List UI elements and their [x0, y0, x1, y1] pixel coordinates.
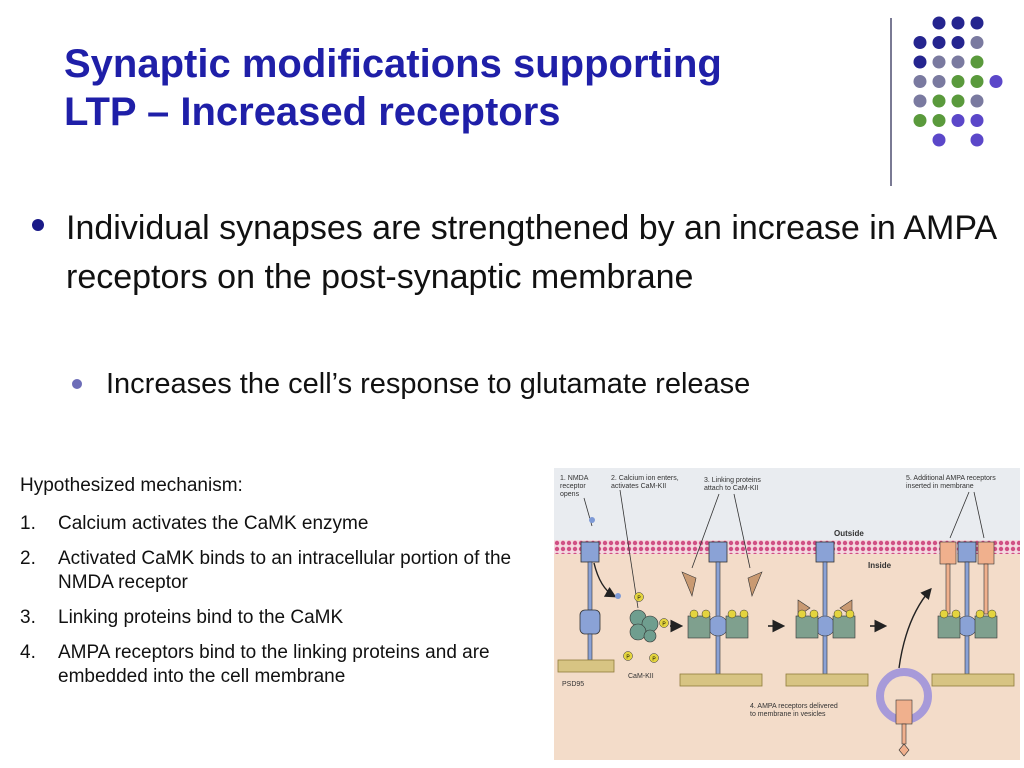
vesicle-delivery-arrow: [898, 587, 932, 669]
label-calcium-enters: 2. Calcium ion enters, activates CaM-KII: [611, 475, 681, 490]
decorative-dot: [932, 94, 946, 108]
phosphate-markers-row: [689, 609, 997, 619]
decorative-dot: [970, 133, 984, 147]
psd95-scaffold: [557, 659, 615, 673]
decorative-dot: [951, 55, 965, 69]
step-text: Activated CaMK binds to an intracellular…: [58, 548, 512, 593]
label-linking-proteins: 3. Linking proteins attach to CaM-KII: [704, 477, 763, 492]
camkii-bound: [832, 615, 856, 639]
slide-title: Synaptic modifications supporting LTP – …: [64, 40, 884, 136]
camkii-bound: [974, 615, 998, 639]
linking-protein: [681, 571, 697, 597]
decorative-dot-grid: [913, 16, 1003, 147]
step-number: 2.: [20, 548, 36, 569]
label-ampa-delivered: 4. AMPA receptors delivered to membrane …: [750, 703, 840, 718]
decorative-dot: [932, 36, 946, 49]
sub-bullet-marker: [72, 379, 82, 389]
leader-line: [973, 491, 985, 539]
psd95-scaffold: [679, 673, 763, 687]
decorative-dot: [913, 75, 927, 88]
camkii-bound: [937, 615, 961, 639]
camkii-complex: [629, 609, 659, 643]
sub-bullet-text: Increases the cell’s response to glutama…: [106, 368, 751, 400]
decorative-dot: [913, 94, 927, 108]
decorative-dot: [970, 94, 984, 108]
mechanism-step: 1. Calcium activates the CaMK enzyme: [20, 512, 560, 536]
decorative-dot: [951, 75, 965, 88]
step-number: 1.: [20, 513, 36, 534]
step-text: Calcium activates the CaMK enzyme: [58, 513, 369, 534]
camkii-bound: [687, 615, 711, 639]
nmda-receptor-1: [579, 541, 601, 661]
decorative-dot: [951, 94, 965, 108]
calcium-ion: [589, 517, 595, 523]
camkii-label: CaM-KII: [628, 673, 654, 680]
linking-protein: [747, 571, 763, 597]
phosphate-label: P: [662, 622, 666, 628]
decorative-dot: [913, 114, 927, 127]
outside-label: Outside: [834, 529, 864, 538]
ampa-receptor-anchor: [898, 743, 910, 757]
decorative-dot: [951, 36, 965, 49]
decorative-dot: [970, 16, 984, 30]
decorative-dot: [932, 114, 946, 127]
decorative-dot: [970, 36, 984, 49]
step-number: 3.: [20, 607, 36, 628]
decorative-dot: [970, 55, 984, 69]
mechanism-step: 4. AMPA receptors bind to the linking pro…: [20, 641, 560, 689]
step-number: 4.: [20, 642, 36, 663]
nmda-receptor-3: [814, 541, 836, 675]
ampa-receptor-inserted: [977, 541, 995, 615]
decorative-dot: [913, 36, 927, 49]
membrane-band: [554, 540, 1020, 554]
ampa-receptor-in-vesicle: [895, 699, 913, 725]
slide-title-line-2: LTP – Increased receptors: [64, 90, 561, 134]
nmda-receptor-4: [956, 541, 978, 675]
bullet-marker: [32, 219, 44, 231]
mechanism-step: 3. Linking proteins bind to the CaMK: [20, 606, 560, 630]
decorative-dot: [951, 114, 965, 127]
camkii-bound: [795, 615, 819, 639]
slide-title-line-1: Synaptic modifications supporting: [64, 42, 722, 86]
main-bullet-text: Individual synapses are strengthened by …: [66, 209, 996, 296]
decorative-dot: [932, 16, 946, 30]
inside-label: Inside: [868, 561, 892, 570]
ltp-mechanism-figure: Outside Inside 1. NMDA receptor opens 2.…: [554, 468, 1020, 760]
camkii-bound: [725, 615, 749, 639]
leader-line: [691, 493, 720, 569]
mechanism-box: Hypothesized mechanism: 1. Calcium activa…: [20, 474, 560, 700]
ampa-receptor-tail: [901, 723, 907, 745]
decorative-dot: [932, 55, 946, 69]
leader-line: [949, 491, 970, 539]
mechanism-heading: Hypothesized mechanism:: [20, 475, 243, 496]
decorative-dot: [970, 114, 984, 127]
leader-line: [619, 489, 639, 609]
psd95-scaffold: [931, 673, 1015, 687]
title-divider: [890, 18, 892, 186]
mechanism-steps: 1. Calcium activates the CaMK enzyme 2. Ac…: [20, 512, 560, 689]
decorative-dot: [970, 75, 984, 88]
step-text: AMPA receptors bind to the linking prote…: [58, 642, 490, 687]
step-text: Linking proteins bind to the CaMK: [58, 607, 344, 628]
psd95-scaffold: [785, 673, 869, 687]
decorative-dot: [932, 75, 946, 88]
psd95-label: PSD95: [562, 681, 584, 688]
calcium-ion: [615, 593, 621, 599]
decorative-dot: [913, 55, 927, 69]
decorative-dot: [951, 16, 965, 30]
phosphate-label: P: [626, 655, 630, 661]
label-additional-ampa: 5. Additional AMPA receptors inserted in…: [906, 475, 998, 490]
label-nmda-opens: 1. NMDA receptor opens: [560, 475, 590, 498]
phosphate-label: P: [637, 596, 641, 602]
decorative-dot: [989, 75, 1003, 88]
phosphate-label: P: [652, 657, 656, 663]
calcium-flow-arrow: [593, 562, 617, 598]
phosphate-marker: [623, 651, 633, 661]
phosphate-marker: [634, 592, 644, 602]
mechanism-step: 2. Activated CaMK binds to an intracellul…: [20, 547, 560, 595]
leader-line: [733, 493, 751, 569]
phosphate-marker: [649, 653, 659, 663]
decorative-dot: [932, 133, 946, 147]
phosphate-marker: [659, 618, 669, 628]
